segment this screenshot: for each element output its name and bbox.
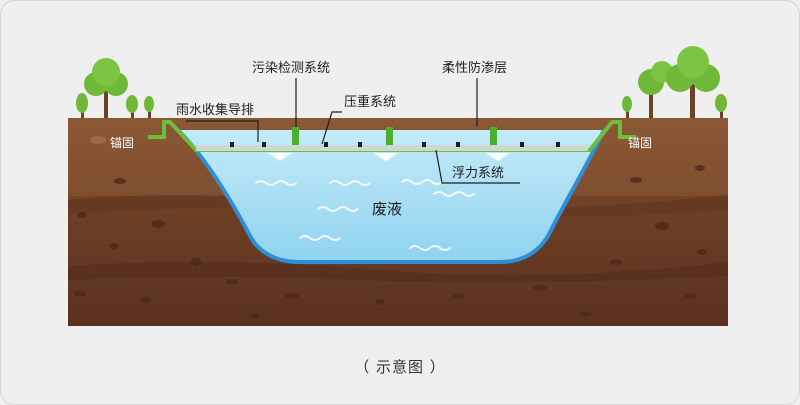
label-leachate: 废液 (372, 200, 402, 218)
soil-stones (74, 136, 707, 318)
diagram-caption: （ 示意图 ） (354, 358, 446, 376)
leader-lines (186, 78, 520, 184)
float-cover (196, 145, 588, 151)
ballast-posts (292, 127, 497, 145)
water-ripples (255, 179, 475, 251)
trees-right (622, 46, 727, 118)
pool-outline (176, 128, 606, 264)
label-rain-drainage: 雨水收集导排 (176, 102, 254, 118)
label-anchor-left: 锚固 (110, 135, 134, 150)
label-float-system: 浮力系统 (452, 166, 504, 181)
leachate-pool (178, 130, 604, 262)
float-markers (268, 153, 510, 161)
cover-joints (230, 142, 560, 147)
label-flexible-liner: 柔性防渗层 (442, 60, 507, 76)
label-anchor-right: 锚固 (628, 135, 652, 150)
label-ballast-system: 压重系统 (344, 94, 396, 110)
label-pollution-monitoring: 污染检测系统 (252, 61, 330, 76)
trees-left (76, 58, 154, 118)
